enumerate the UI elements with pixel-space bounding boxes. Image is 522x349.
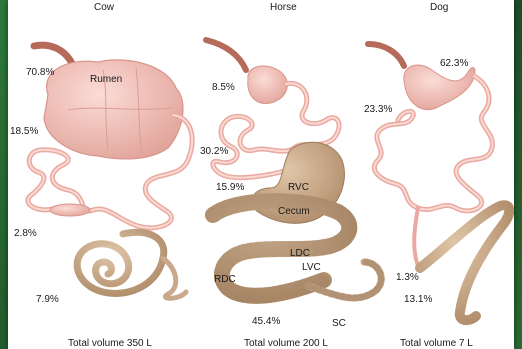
horse-pct-cecum: 15.9%: [216, 182, 244, 193]
horse-volume: Total volume 200 L: [244, 338, 328, 349]
cow-header: Cow: [94, 2, 115, 13]
cow-volume: Total volume 350 L: [68, 338, 152, 349]
horse-sc-label: SC: [332, 318, 346, 329]
gi-tract-diagram: Rumen 70.8% 18.5% 2.8% 7.9% Total volume…: [8, 0, 514, 349]
horse-lvc-label: LVC: [302, 262, 321, 273]
cow-pct-colon: 7.9%: [36, 294, 59, 305]
dog-pct-colon: 13.1%: [404, 294, 432, 305]
cow-pct-stomach: 70.8%: [26, 67, 54, 78]
cow-cecum: [50, 204, 90, 216]
horse-pct-colon: 45.4%: [252, 316, 280, 327]
dog-stomach: [404, 65, 475, 110]
horse-header: Horse: [270, 2, 297, 13]
dog-pct-small: 23.3%: [364, 104, 392, 115]
dog-diagram: Dog 62.3% 23.3% 1.3% 13.1% Total volume …: [364, 2, 509, 349]
dog-esophagus: [368, 44, 404, 66]
dog-volume: Total volume 7 L: [400, 338, 473, 349]
cow-spiral-colon: [77, 232, 164, 293]
horse-cecum-label: Cecum: [278, 206, 310, 217]
horse-pct-stomach: 8.5%: [212, 82, 235, 93]
dog-colon: [420, 205, 509, 320]
horse-esophagus: [206, 40, 246, 70]
horse-ldc-label: LDC: [290, 248, 310, 259]
dog-pct-stomach: 62.3%: [440, 58, 468, 69]
dog-pct-cecum: 1.3%: [396, 272, 419, 283]
cow-pct-small: 18.5%: [10, 126, 38, 137]
cow-rumen-label: Rumen: [90, 74, 122, 85]
horse-pct-small: 30.2%: [200, 146, 228, 157]
horse-diagram: Horse 8.5% 30.2% 15.9% 45.4% RVC Cecum L…: [200, 2, 381, 349]
cow-diagram: Rumen 70.8% 18.5% 2.8% 7.9% Total volume…: [10, 2, 192, 349]
diagram-panel: Rumen 70.8% 18.5% 2.8% 7.9% Total volume…: [8, 0, 514, 349]
horse-rvc-label: RVC: [288, 182, 309, 193]
horse-rdc-label: RDC: [214, 274, 236, 285]
dog-header: Dog: [430, 2, 448, 13]
horse-stomach: [248, 66, 288, 104]
cow-pct-cecum: 2.8%: [14, 228, 37, 239]
